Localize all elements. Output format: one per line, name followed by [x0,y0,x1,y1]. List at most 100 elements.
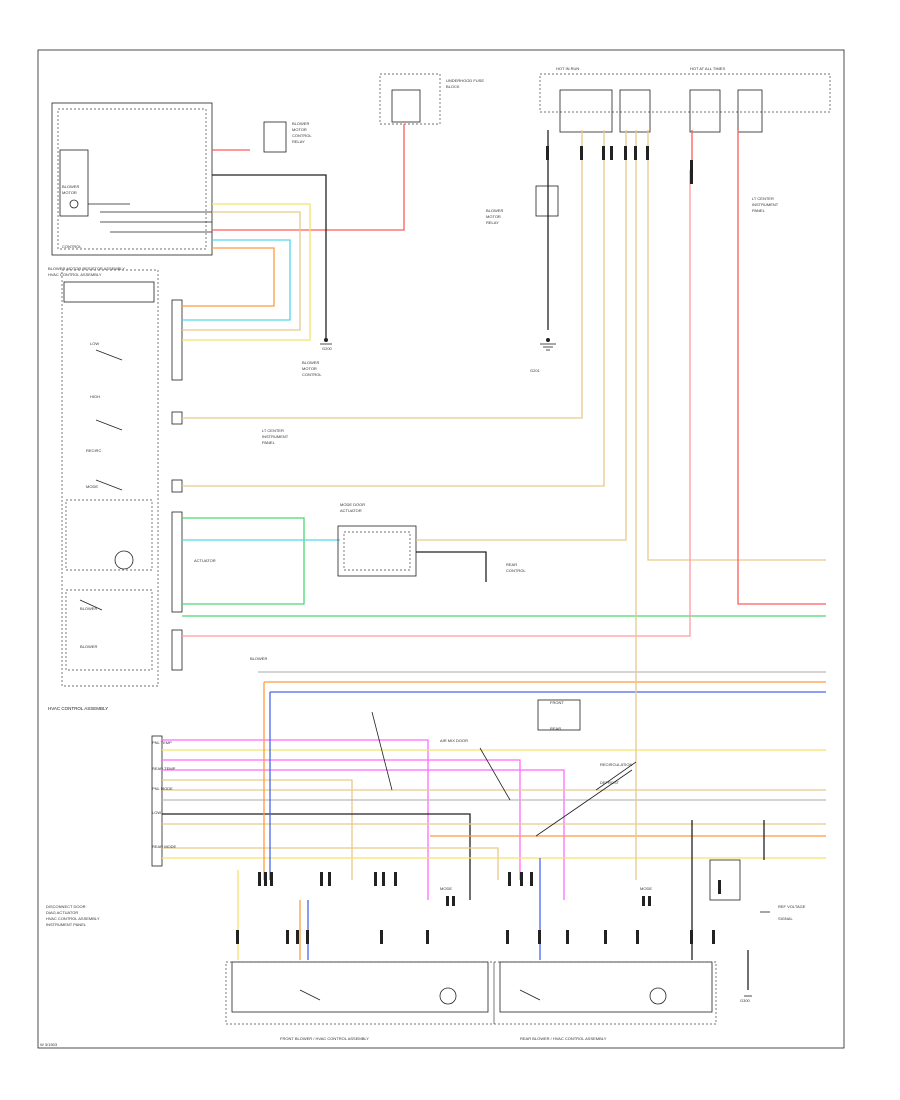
wire-green-1 [182,517,305,605]
left-pin-column [171,299,183,671]
wire-magenta-3 [162,769,565,900]
svg-text:HOT AT ALL TIMES: HOT AT ALL TIMES [690,66,725,71]
fuse-block-top: HOT IN RUN HOT AT ALL TIMES [539,66,831,133]
svg-text:CONTROL: CONTROL [62,244,82,249]
svg-text:LT CENTER: LT CENTER [262,428,284,433]
wire-black-4 [162,813,471,900]
wire-tan-1 [182,211,301,331]
svg-text:BLOWER: BLOWER [80,606,97,611]
svg-text:HIGH: HIGH [90,394,100,399]
svg-text:LOW: LOW [152,810,161,815]
wire-black-3 [416,551,487,582]
svg-text:G300: G300 [740,998,751,1003]
top-connectors [546,146,693,184]
svg-text:MOTOR: MOTOR [62,190,77,195]
rear-actuator-block [493,961,717,1025]
svg-text:LT CENTER: LT CENTER [752,196,774,201]
relay-box-right [535,185,559,217]
wire-pink-long [182,170,691,637]
svg-text:BLOWER: BLOWER [80,644,97,649]
svg-text:HVAC CONTROL ASSEMBLY: HVAC CONTROL ASSEMBLY [48,706,108,711]
wire-orange-right [647,130,826,561]
wire-tan-8 [162,847,499,880]
wire-cyan-1 [182,239,291,321]
diagram-border [37,49,845,1049]
svg-text:PANEL: PANEL [752,208,766,213]
front-actuator-block [225,961,495,1025]
svg-text:BLOWER: BLOWER [62,184,79,189]
svg-text:MODE: MODE [86,484,98,489]
svg-text:SIGNAL: SIGNAL [778,916,793,921]
svg-text:REAR: REAR [550,726,561,731]
wire-tan-3 [182,130,605,487]
svg-text:MODE: MODE [440,886,452,891]
wire-red-fuse [212,124,405,231]
svg-text:MODE DOOR: MODE DOOR [340,502,365,507]
svg-text:DEFROST: DEFROST [600,780,620,785]
svg-text:REAR BLOWER / HVAC CONTROL ASS: REAR BLOWER / HVAC CONTROL ASSEMBLY [520,1036,607,1041]
relay-top: BLOWER MOTOR CONTROL RELAY [263,121,312,153]
svg-text:BLOWER: BLOWER [486,208,503,213]
bottom-connectors [236,872,721,944]
svg-text:BLOWER: BLOWER [302,360,319,365]
svg-text:CONTROL: CONTROL [302,372,322,377]
svg-text:UNDERHOOD FUSE: UNDERHOOD FUSE [446,78,484,83]
wire-magenta-1 [162,739,429,900]
svg-text:INSTRUMENT PANEL: INSTRUMENT PANEL [46,922,87,927]
svg-text:G201: G201 [530,368,541,373]
svg-text:REAR: REAR [506,562,517,567]
lower-pin-block [151,735,163,867]
svg-text:CONTROL: CONTROL [506,568,526,573]
svg-text:RECIRC: RECIRC [86,448,101,453]
svg-text:INSTRUMENT: INSTRUMENT [752,202,779,207]
sensor-box-right [709,859,741,901]
svg-text:MOTOR: MOTOR [302,366,317,371]
svg-text:REAR TEMP: REAR TEMP [152,766,176,771]
svg-text:CONTROL: CONTROL [292,133,312,138]
svg-text:ACTUATOR: ACTUATOR [340,508,362,513]
svg-text:REAR MODE: REAR MODE [152,844,177,849]
svg-text:HVAC CONTROL ASSEMBLY: HVAC CONTROL ASSEMBLY [46,916,100,921]
svg-text:ACTUATOR: ACTUATOR [194,558,216,563]
svg-text:FRONT: FRONT [550,700,564,705]
wire-orange-1 [182,247,275,307]
svg-text:LOW: LOW [90,341,99,346]
svg-text:PANEL: PANEL [262,440,276,445]
svg-text:MOTOR: MOTOR [292,127,307,132]
svg-text:DISCONNECT DOOR: DISCONNECT DOOR [46,904,86,909]
svg-text:AIR MIX DOOR: AIR MIX DOOR [440,738,468,743]
wire-yellow-1 [182,203,311,341]
labels: BLOWER MOTOR RESISTOR ASSEMBLY HVAC CONT… [46,196,806,1041]
blower-motor-module: BLOWER MOTOR CONTROL [51,102,213,256]
svg-text:RELAY: RELAY [486,220,499,225]
svg-text:HOT IN RUN: HOT IN RUN [556,66,579,71]
svg-text:BLOCK: BLOCK [446,84,460,89]
sensor-box-mid [537,699,581,731]
svg-text:REF VOLTAGE: REF VOLTAGE [778,904,806,909]
svg-text:PNL TEMP: PNL TEMP [152,740,172,745]
svg-text:HVAC CONTROL ASSEMBLY: HVAC CONTROL ASSEMBLY [48,272,102,277]
svg-text:FRONT BLOWER / HVAC CONTROL AS: FRONT BLOWER / HVAC CONTROL ASSEMBLY [280,1036,369,1041]
svg-text:INSTRUMENT: INSTRUMENT [262,434,289,439]
svg-text:DIAG ACTUATOR: DIAG ACTUATOR [46,910,78,915]
wire-magenta-2 [162,759,521,880]
svg-text:BLOWER MOTOR RESISTOR ASSEMBLY: BLOWER MOTOR RESISTOR ASSEMBLY [48,266,125,271]
wire-tan-4 [416,130,627,541]
hvac-control-left [61,269,159,687]
wire-black-1 [212,174,327,340]
mode-actuator: MODE DOOR ACTUATOR [337,502,417,577]
svg-text:RELAY: RELAY [292,139,305,144]
svg-text:MODE: MODE [640,886,652,891]
footer-code: W 3/1503 [40,1042,58,1047]
wire-tan-5 [162,779,353,880]
svg-text:RECIRCULATION: RECIRCULATION [600,762,632,767]
wire-red-right [737,130,826,605]
svg-text:MOTOR: MOTOR [486,214,501,219]
ground-symbol [320,343,770,997]
wire-tan-2 [182,130,583,419]
svg-text:BLOWER: BLOWER [250,656,267,661]
fuse-block-left: UNDERHOOD FUSE BLOCK [379,73,484,125]
svg-text:PNL MODE: PNL MODE [152,786,173,791]
svg-text:BLOWER: BLOWER [292,121,309,126]
